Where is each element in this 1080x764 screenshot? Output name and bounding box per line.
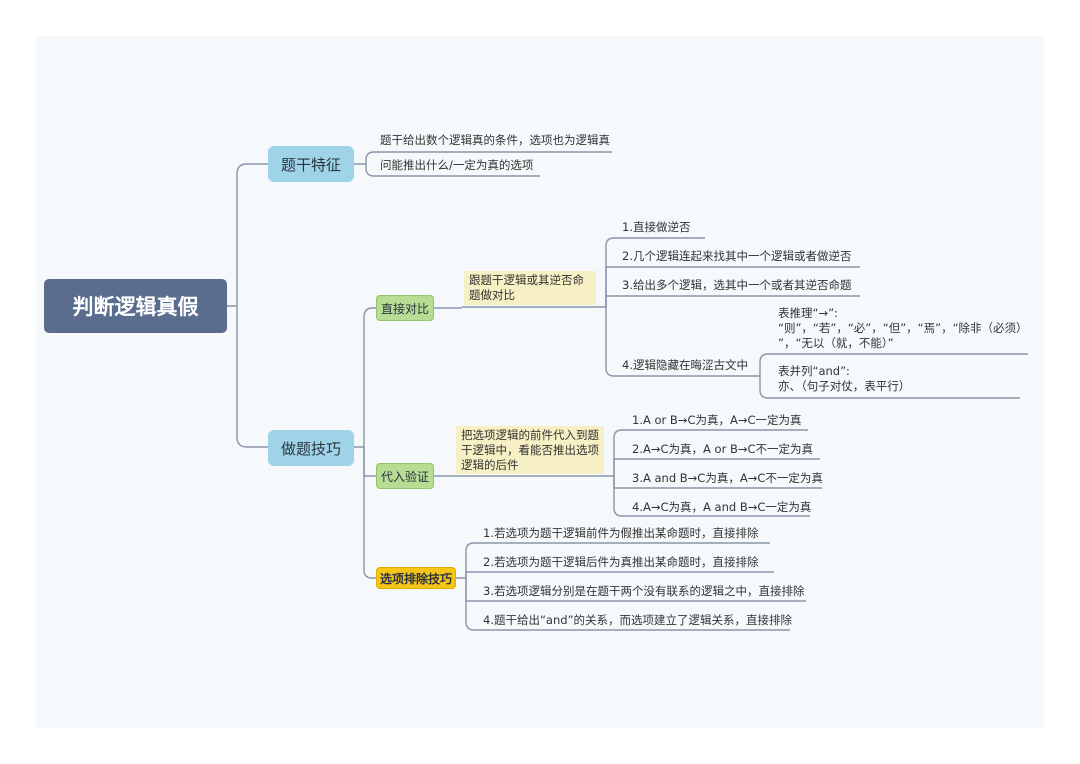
leaf-eliminate-2[interactable]: 2.若选项为题干逻辑后件为真推出某命题时，直接排除 bbox=[483, 555, 759, 569]
leaf-stem-feature-2[interactable]: 问能推出什么/一定为真的选项 bbox=[380, 158, 534, 172]
leaf-parallel-title[interactable]: 表并列“and”: bbox=[778, 364, 850, 378]
leaf-inference-title[interactable]: 表推理“→”: bbox=[778, 306, 838, 320]
topic-stem-features[interactable]: 题干特征 bbox=[268, 146, 354, 182]
note-direct-compare: 跟题干逻辑或其逆否命题做对比 bbox=[464, 271, 596, 305]
leaf-parallel-words: 亦、（句子对仗，表平行） bbox=[778, 379, 911, 393]
leaf-eliminate-1[interactable]: 1.若选项为题干逻辑前件为假推出某命题时，直接排除 bbox=[483, 526, 759, 540]
leaf-verify-3[interactable]: 3.A and B→C为真，A→C不一定为真 bbox=[632, 471, 823, 485]
note-substitute-verify: 把选项逻辑的前件代入到题干逻辑中，看能否推出选项逻辑的后件 bbox=[456, 426, 604, 474]
leaf-inference-words: “则”，“若”，“必”，“但”，“焉”，“除非（必须） bbox=[778, 321, 1028, 335]
leaf-compare-4[interactable]: 4.逻辑隐藏在晦涩古文中 bbox=[622, 358, 748, 372]
leaf-verify-2[interactable]: 2.A→C为真，A or B→C不一定为真 bbox=[632, 442, 814, 456]
subtopic-option-elimination[interactable]: 选项排除技巧 bbox=[376, 567, 456, 589]
leaf-eliminate-3[interactable]: 3.若选项逻辑分别是在题干两个没有联系的逻辑之中，直接排除 bbox=[483, 584, 805, 598]
leaf-compare-1[interactable]: 1.直接做逆否 bbox=[622, 220, 691, 234]
leaf-eliminate-4[interactable]: 4.题干给出“and”的关系，而选项建立了逻辑关系，直接排除 bbox=[483, 613, 793, 627]
leaf-compare-2[interactable]: 2.几个逻辑连起来找其中一个逻辑或者做逆否 bbox=[622, 249, 852, 263]
subtopic-substitute-verify[interactable]: 代入验证 bbox=[376, 463, 434, 489]
leaf-inference-words-cont: ”，“无以（就，不能）” bbox=[778, 336, 894, 350]
leaf-verify-1[interactable]: 1.A or B→C为真，A→C一定为真 bbox=[632, 413, 802, 427]
subtopic-direct-compare[interactable]: 直接对比 bbox=[376, 295, 434, 321]
topic-solving-techniques[interactable]: 做题技巧 bbox=[268, 430, 354, 466]
leaf-compare-3[interactable]: 3.给出多个逻辑，选其中一个或者其逆否命题 bbox=[622, 278, 852, 292]
leaf-verify-4[interactable]: 4.A→C为真，A and B→C一定为真 bbox=[632, 500, 812, 514]
root-topic[interactable]: 判断逻辑真假 bbox=[44, 279, 227, 333]
leaf-stem-feature-1[interactable]: 题干给出数个逻辑真的条件，选项也为逻辑真 bbox=[380, 133, 610, 147]
